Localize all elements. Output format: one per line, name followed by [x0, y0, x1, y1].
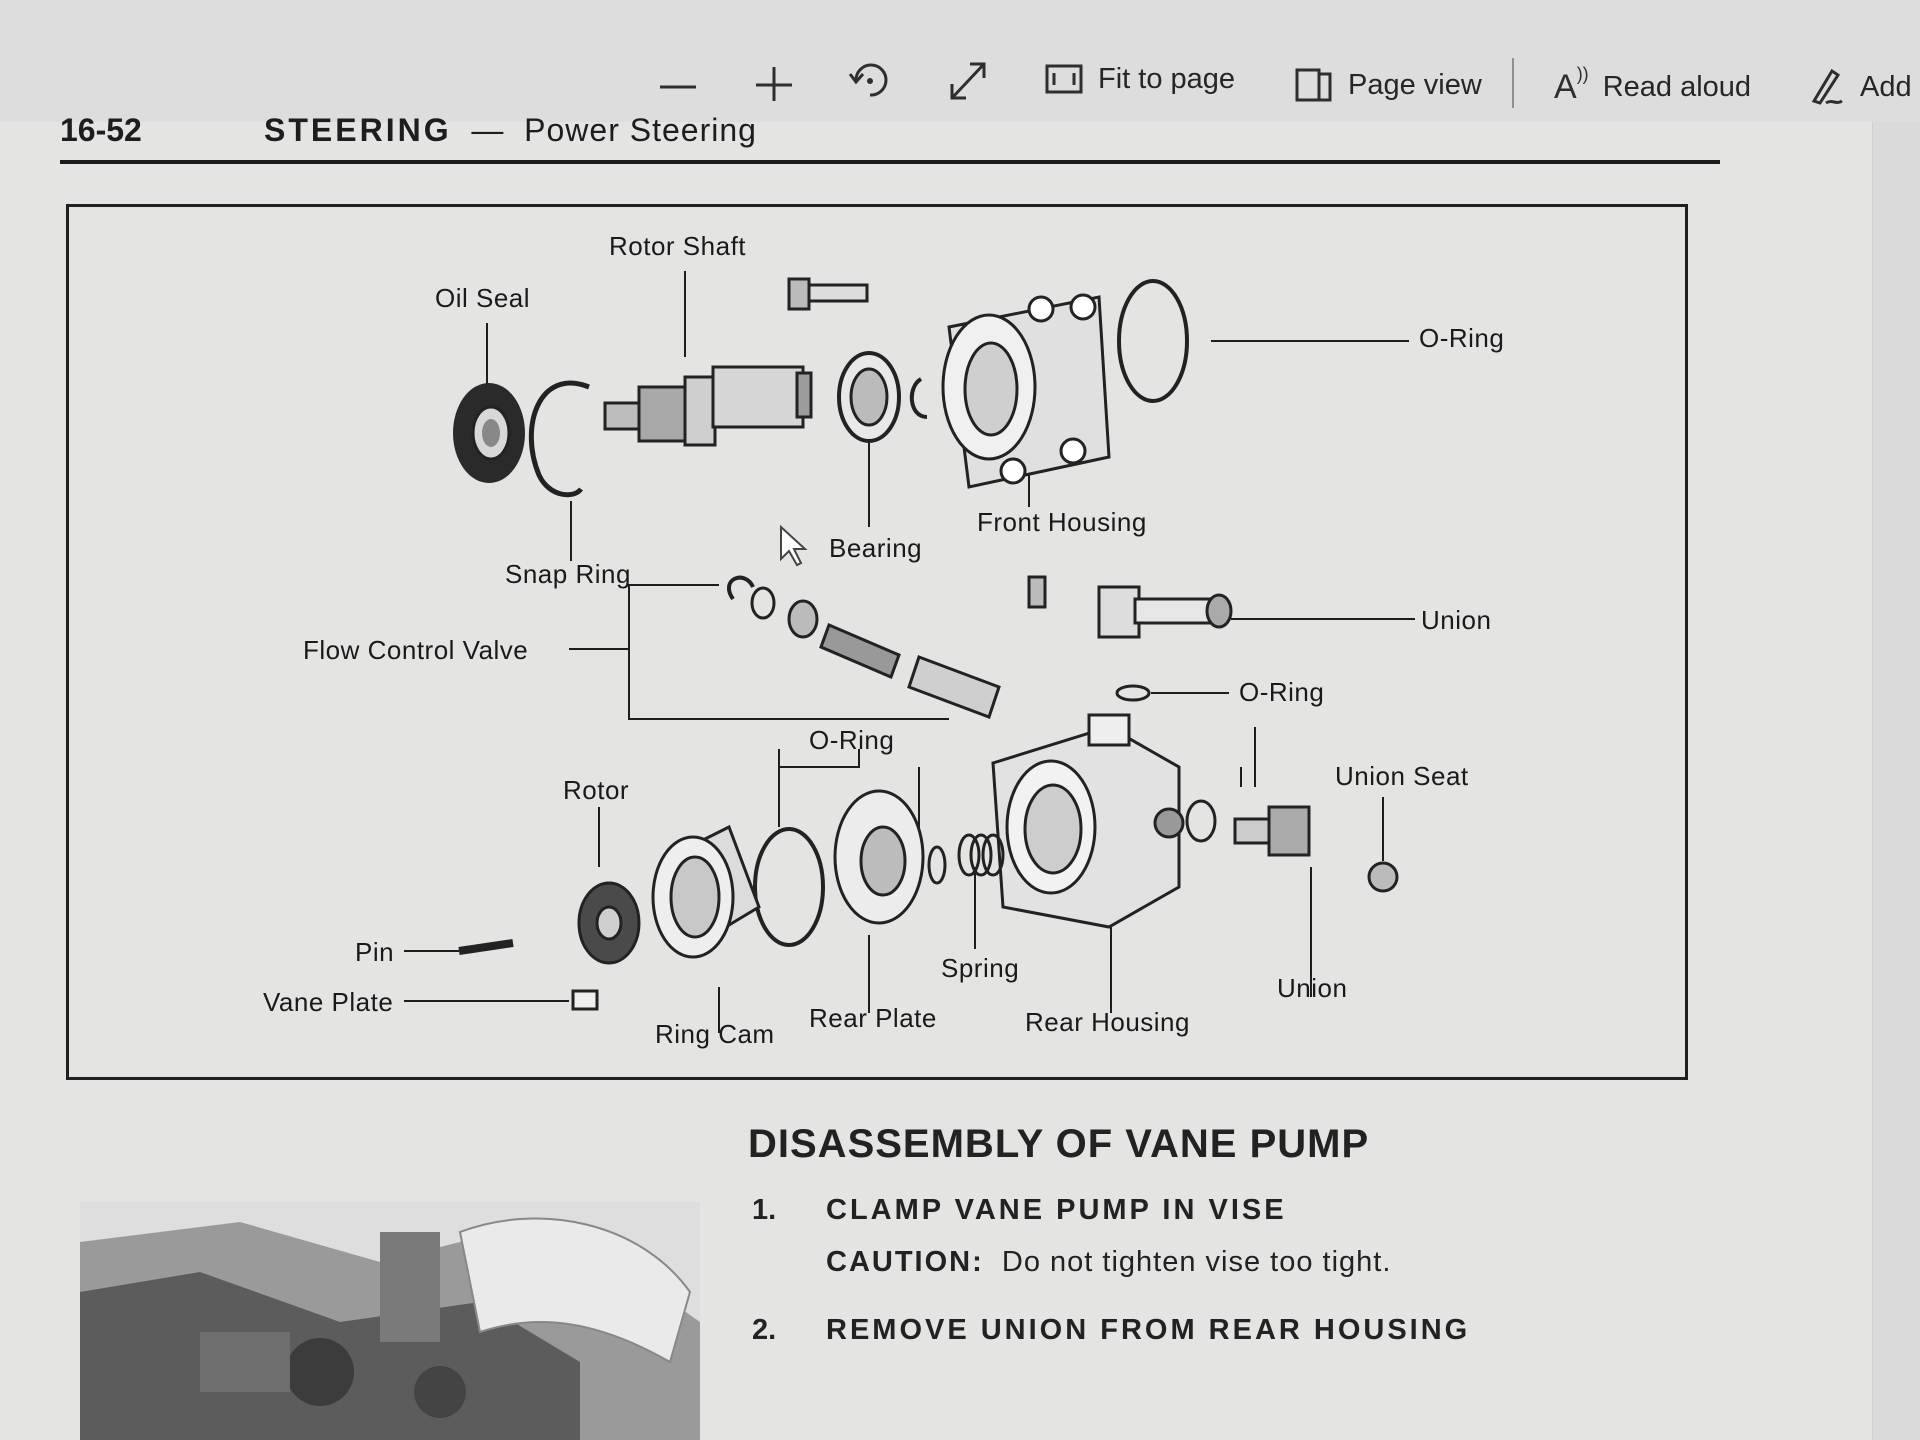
rotate-icon	[848, 63, 888, 97]
label-spring: Spring	[941, 953, 1020, 983]
front-housing-part	[941, 293, 1111, 489]
label-union-seat: Union Seat	[1335, 761, 1469, 791]
ring-cam-part	[651, 824, 761, 959]
zoom-in-button[interactable]	[752, 44, 796, 114]
add-notes-button[interactable]: Add	[1806, 52, 1912, 122]
caution-text: Do not tighten vise too tight.	[1001, 1246, 1392, 1278]
fit-to-page-button[interactable]: Fit to page	[1044, 44, 1235, 114]
page-view-icon	[1295, 68, 1332, 102]
bolt-part	[787, 277, 869, 311]
o-ring-mid-part	[1115, 684, 1151, 702]
label-front-housing: Front Housing	[977, 507, 1147, 537]
viewer-margin	[1872, 122, 1920, 1440]
label-flow-control-valve: Flow Control Valve	[303, 635, 529, 665]
label-rotor-shaft: Rotor Shaft	[609, 231, 747, 261]
exploded-view-diagram: Rotor Shaft Oil Seal O-Ring Front Housin…	[66, 204, 1688, 1080]
label-vane-plate: Vane Plate	[263, 987, 394, 1017]
zoom-out-button[interactable]	[656, 44, 700, 114]
rotate-button[interactable]	[848, 44, 892, 114]
add-notes-label: Add	[1860, 70, 1912, 103]
procedure-heading: DISASSEMBLY OF VANE PUMP	[748, 1122, 1370, 1166]
vane-plate-part	[571, 989, 599, 1011]
label-o-ring-mid: O-Ring	[1239, 677, 1325, 707]
flow-control-valve-parts	[726, 575, 1001, 719]
toolbar-separator	[1512, 58, 1514, 108]
label-union-bottom: Union	[1277, 973, 1348, 1003]
section-name: STEERING	[264, 112, 452, 148]
rear-housing-part	[991, 713, 1185, 929]
label-bearing: Bearing	[829, 533, 923, 563]
document-page: 16-52 STEERING — Power Steering	[0, 112, 1872, 1440]
step-1-number: 1.	[752, 1194, 777, 1226]
pin-part	[458, 939, 514, 955]
subsection-name: Power Steering	[524, 112, 757, 148]
spring-part	[957, 833, 1005, 877]
rotor-part	[577, 881, 641, 965]
rotor-shaft-part	[603, 365, 813, 447]
read-aloud-label: Read aloud	[1602, 70, 1752, 103]
label-oil-seal: Oil Seal	[435, 283, 531, 313]
expand-diagonal-icon	[950, 62, 986, 100]
label-union-top: Union	[1421, 605, 1492, 635]
caution-note: CAUTION: Do not tighten vise too tight.	[826, 1246, 1391, 1279]
oil-seal-part	[453, 383, 525, 483]
union-top-part	[1027, 575, 1233, 639]
step-1-text: CLAMP VANE PUMP IN VISE	[826, 1194, 1287, 1226]
minus-icon	[660, 85, 696, 89]
union-seat-part	[1367, 861, 1399, 893]
label-rear-housing: Rear Housing	[1025, 1007, 1190, 1037]
o-ring-top-part	[1117, 279, 1189, 403]
label-snap-ring: Snap Ring	[505, 559, 631, 589]
snap-ring-part	[528, 380, 590, 498]
label-ring-cam: Ring Cam	[655, 1019, 775, 1049]
step-2-number: 2.	[752, 1314, 777, 1346]
fit-to-page-label: Fit to page	[1098, 62, 1236, 95]
step-2-text: REMOVE UNION FROM REAR HOUSING	[826, 1314, 1471, 1346]
caution-label: CAUTION:	[826, 1246, 984, 1278]
photo-drawing	[80, 1202, 700, 1440]
fullscreen-button[interactable]	[946, 44, 990, 114]
label-rear-plate: Rear Plate	[809, 1003, 937, 1033]
read-aloud-button[interactable]: A)) Read aloud	[1554, 52, 1751, 122]
section-header: STEERING — Power Steering	[264, 112, 757, 149]
union-bottom-part	[1233, 805, 1311, 857]
read-aloud-icon: A))	[1554, 63, 1589, 106]
page-view-label: Page view	[1348, 68, 1482, 101]
label-pin: Pin	[355, 937, 395, 967]
pdf-toolbar: Fit to page Page view A)) Read aloud Add	[0, 0, 1920, 124]
page-number: 16-52	[60, 112, 142, 148]
o-ring-lower-part	[753, 827, 825, 947]
diagram-drawing	[404, 271, 1415, 1033]
header-rule	[60, 160, 1720, 164]
label-rotor: Rotor	[563, 775, 630, 805]
rear-plate-part	[833, 789, 925, 925]
label-o-ring-top: O-Ring	[1419, 323, 1505, 353]
plus-icon	[756, 67, 792, 101]
label-o-ring-lower: O-Ring	[809, 725, 895, 755]
page-view-button[interactable]: Page view	[1294, 50, 1482, 120]
header-dash: —	[471, 112, 505, 148]
mouse-cursor-icon	[780, 524, 808, 567]
procedure-photo	[80, 1202, 700, 1440]
fit-page-icon	[1045, 64, 1083, 94]
bearing-part	[837, 351, 928, 443]
pen-icon	[1811, 68, 1843, 105]
